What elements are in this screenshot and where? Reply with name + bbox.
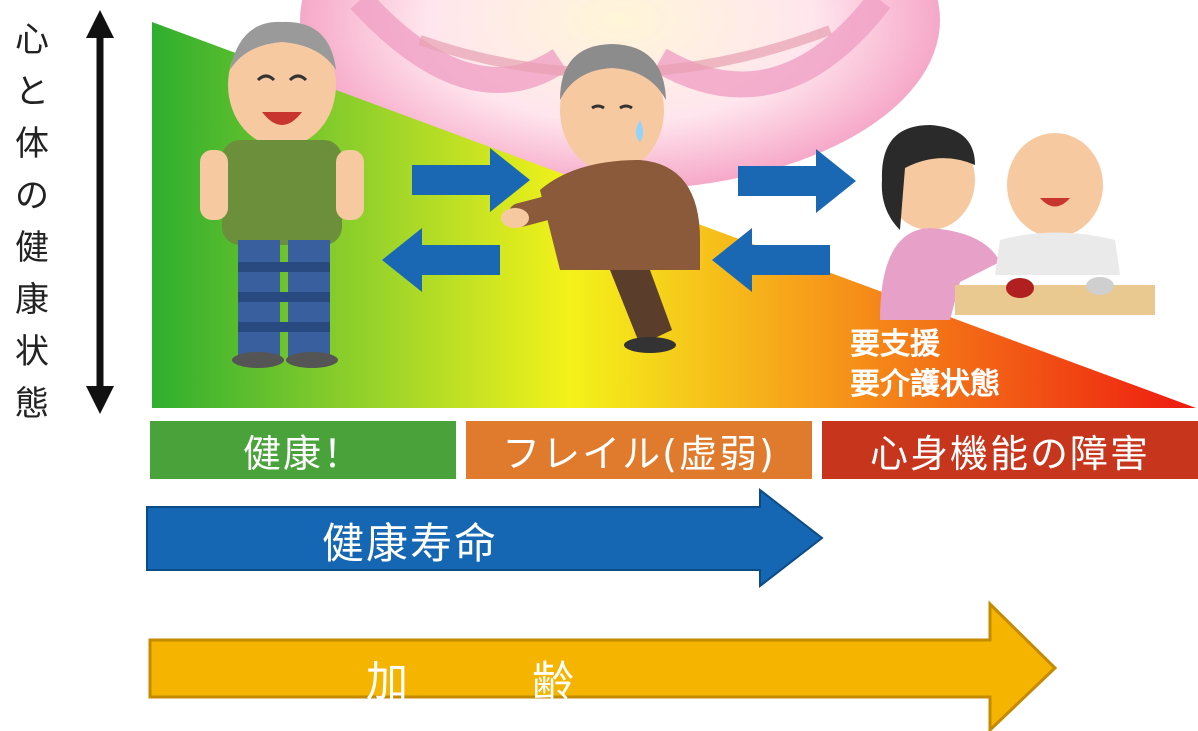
care-state-line1: 要支援 [850,327,940,362]
vertical-double-arrow [86,10,114,414]
aging-arrow [148,600,1058,731]
axis-char: 康 [15,280,49,320]
care-state-label: 要支援 要介護状態 [850,325,1000,405]
axis-char: 状 [15,332,49,372]
caregiver-feeding-icon [880,125,1155,320]
axis-char: の [15,176,49,216]
aging-label: 加 齢 [150,640,790,716]
axis-char: 体 [15,124,49,164]
stage-impairment-label: 心身機能の障害 [822,421,1198,479]
left-arrow-icon [382,228,830,292]
aging-char-2: 齢 [532,656,575,706]
elderly-man-healthy-icon [200,21,364,368]
axis-char: 態 [15,384,49,424]
axis-char: 心 [15,20,49,60]
axis-char: 健 [15,228,49,268]
care-state-line2: 要介護状態 [850,367,1000,402]
stage-healthy-label: 健康！ [150,421,456,479]
health-state-axis-label: 心 と 体 の 健 康 状 態 [6,14,58,430]
healthy-life-expectancy-label: 健康寿命 [321,518,498,568]
healthy-life-arrow [146,487,824,589]
elderly-man-frail-icon [501,44,700,353]
axis-char: と [15,72,49,112]
aging-char-1: 加 [365,656,408,706]
right-arrow-icon [412,148,856,213]
stage-frailty-label: フレイル(虚弱) [466,421,812,479]
